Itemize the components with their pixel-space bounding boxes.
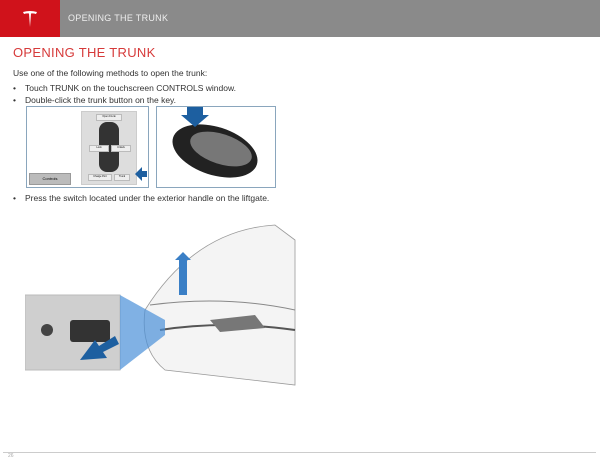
- key-fob-icon: [172, 107, 258, 178]
- header-title: OPENING THE TRUNK: [68, 13, 169, 23]
- bullet-1: •Touch TRUNK on the touchscreen CONTROLS…: [13, 83, 237, 93]
- page-header: OPENING THE TRUNK: [0, 0, 600, 37]
- arrow-up-icon: [175, 252, 191, 295]
- controls-panel: Open Frunk Lock Unlock Charge Port Trunk: [81, 111, 137, 185]
- bullet-text: Touch TRUNK on the touchscreen CONTROLS …: [25, 83, 237, 93]
- bullet-text: Press the switch located under the exter…: [25, 193, 270, 203]
- bullet-2: •Double-click the trunk button on the ke…: [13, 95, 177, 105]
- open-frunk-button[interactable]: Open Frunk: [96, 114, 122, 121]
- arrow-left-icon: [135, 167, 147, 181]
- footer-rule: [3, 452, 596, 453]
- arrow-pointer-icon: [80, 336, 119, 360]
- car-top-view: [99, 122, 119, 172]
- bullet-3: •Press the switch located under the exte…: [13, 193, 270, 203]
- liftgate-illustration: [25, 224, 296, 386]
- arrow-down-icon: [181, 107, 209, 127]
- bullet-text: Double-click the trunk button on the key…: [25, 95, 177, 105]
- controls-button[interactable]: Controls: [29, 173, 71, 185]
- tesla-logo-icon: [0, 0, 60, 37]
- intro-text: Use one of the following methods to open…: [13, 68, 208, 78]
- page-number: 26: [8, 453, 14, 459]
- section-title: OPENING THE TRUNK: [13, 45, 156, 60]
- unlock-button[interactable]: Unlock: [111, 145, 131, 152]
- lock-button[interactable]: Lock: [89, 145, 109, 152]
- trunk-button[interactable]: Trunk: [114, 174, 130, 181]
- key-fob-figure: [156, 106, 276, 188]
- touchscreen-figure: Open Frunk Lock Unlock Charge Port Trunk…: [26, 106, 149, 188]
- charge-port-button[interactable]: Charge Port: [88, 174, 112, 181]
